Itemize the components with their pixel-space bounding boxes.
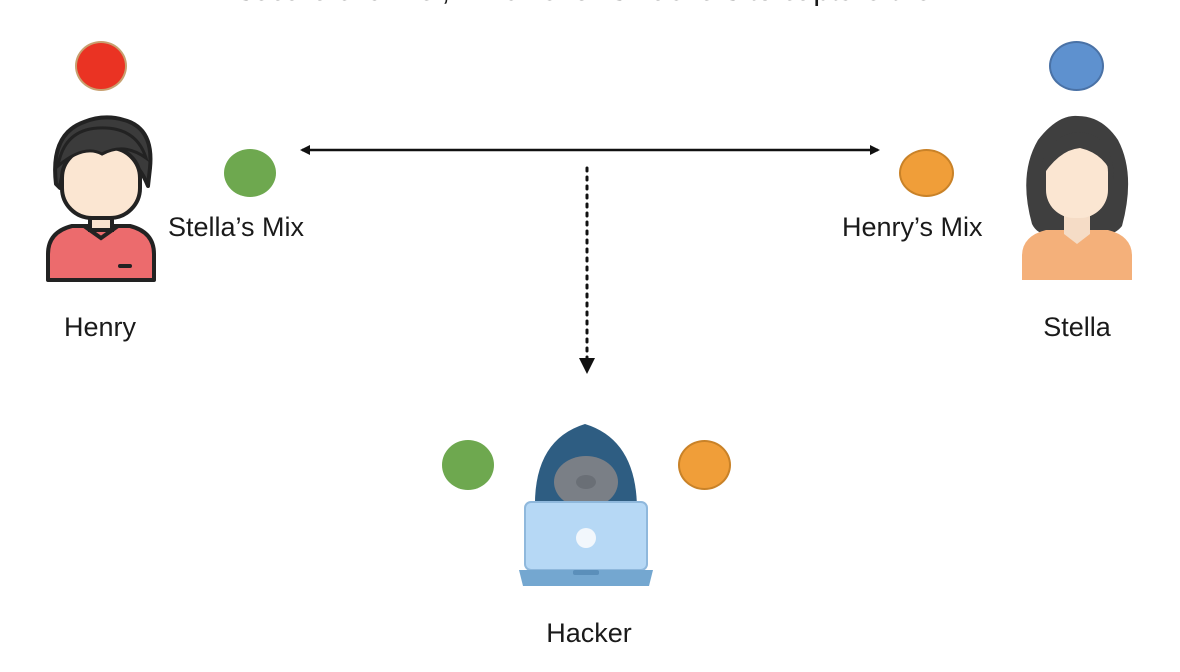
stella-secret-color-dot [1049, 41, 1104, 91]
hacker-name-label: Hacker [546, 618, 632, 648]
henry-received-mix-label: Stella’s Mix [168, 212, 305, 242]
stella-name-label: Stella [1043, 312, 1111, 342]
man-avatar-icon [46, 115, 156, 282]
hacker-laptop-icon [519, 424, 653, 586]
henry-name-label: Henry [63, 312, 137, 342]
henry-received-mix-dot [224, 149, 276, 197]
stella-received-mix-label: Henry’s Mix [842, 212, 983, 242]
woman-avatar-icon [1022, 115, 1132, 280]
hacker-captured-green-dot [442, 440, 494, 490]
henry-secret-color-dot [75, 41, 127, 91]
stella-received-mix-dot [899, 149, 954, 197]
hacker-captured-orange-dot [678, 440, 731, 490]
diagram-caption: insecure channel, which allows hackers t… [0, 0, 1180, 8]
interception-arrowhead [579, 358, 595, 374]
